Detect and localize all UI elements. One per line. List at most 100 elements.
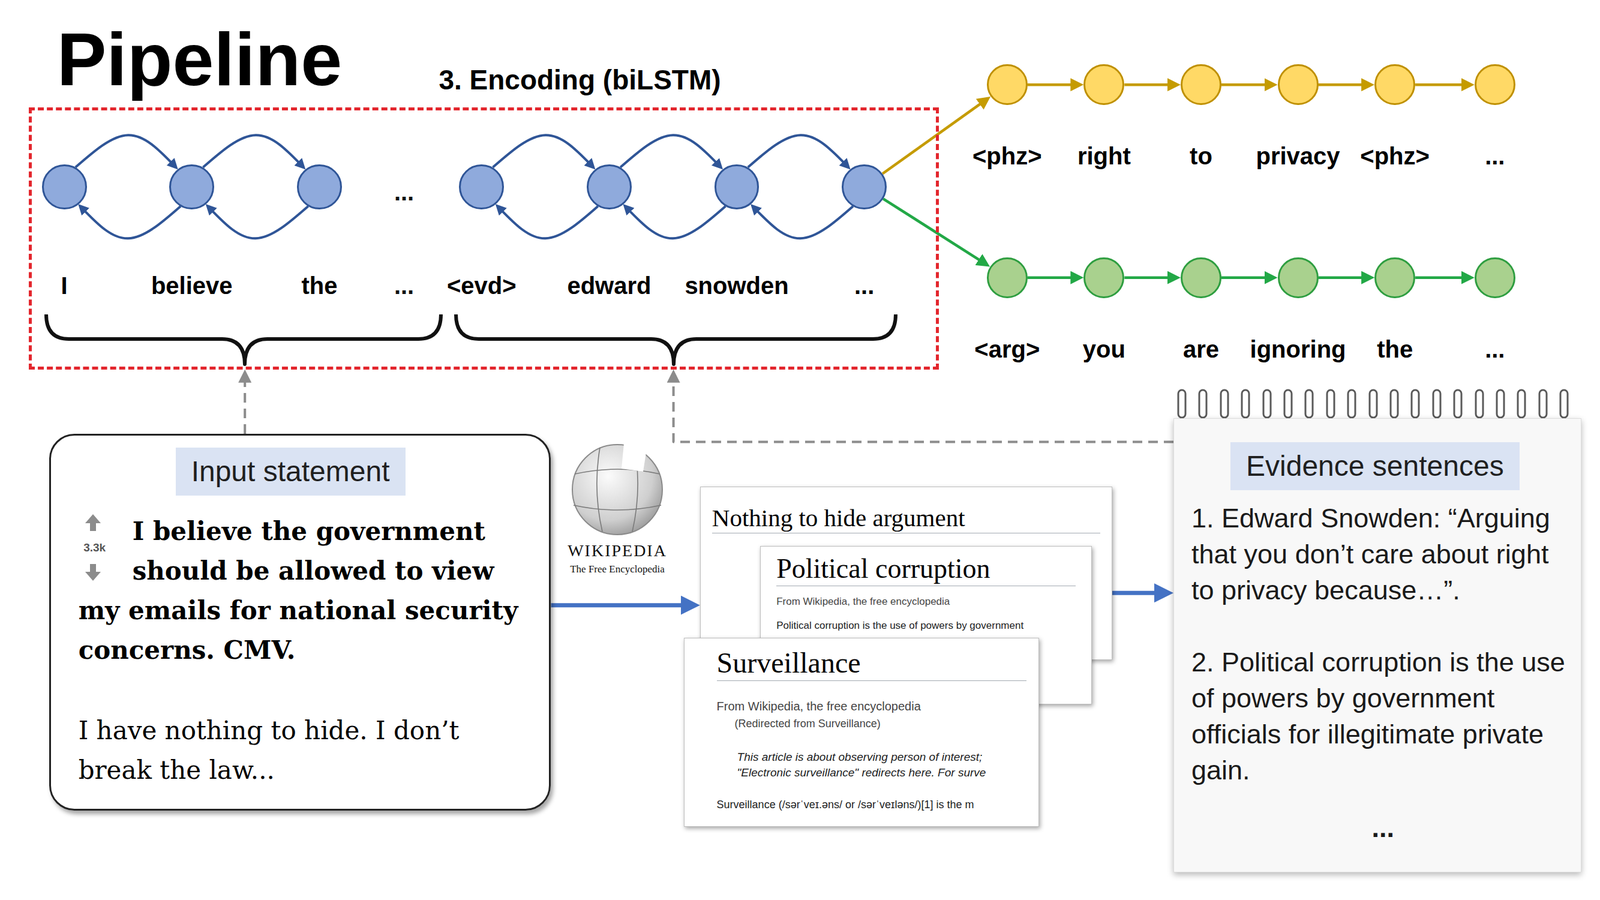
ring <box>1178 389 1186 418</box>
phrase-decoder-cell: <phz> <box>1374 64 1416 105</box>
heading-text: Input statement <box>191 454 390 489</box>
ellipsis: ... <box>284 177 525 207</box>
argument-decoder-cell: are <box>1180 257 1222 299</box>
connector-arrow <box>883 198 984 263</box>
page-subtitle: From Wikipedia, the free encyclopedia <box>716 698 1027 714</box>
lstm-cell: I <box>41 164 87 210</box>
encoding-frame: Ibelievethe<evd>edwardsnowden...3. Encod… <box>28 107 939 370</box>
ring <box>1475 389 1484 418</box>
connector-arrow <box>1221 275 1270 279</box>
lstm-cell: believe <box>169 164 215 210</box>
connector-arrow <box>1415 275 1467 279</box>
ring <box>1327 389 1335 418</box>
page-text: Political corruption is the use of power… <box>776 619 1076 632</box>
globe-seam <box>596 447 603 532</box>
ring <box>1390 389 1398 418</box>
ring <box>1305 389 1313 418</box>
phrase-decoder-cell: <phz> <box>986 64 1028 105</box>
connector-arrow <box>1027 275 1076 279</box>
downvote-arrow <box>85 563 101 581</box>
connector-arrow <box>209 206 308 239</box>
token-word: the <box>1298 334 1491 364</box>
ring <box>1199 389 1207 418</box>
connector-arrow <box>755 206 854 239</box>
section-heading: Evidence sentences <box>1230 442 1520 491</box>
argument-decoder-cell: ignoring <box>1277 257 1319 299</box>
page-hatnote: This article is about observing person o… <box>737 749 1026 781</box>
connector-arrow <box>550 602 689 608</box>
evidence-item: 2. Political corruption is the use of po… <box>1191 644 1575 789</box>
connector-arrow <box>1027 83 1076 87</box>
connector-arrow <box>748 134 846 168</box>
ring <box>1411 389 1419 418</box>
connector-arrow <box>882 101 984 174</box>
argument-decoder-cell: you <box>1083 257 1125 299</box>
connector-arrow <box>620 134 719 168</box>
ring <box>1369 389 1377 418</box>
token-word: ... <box>1399 334 1592 364</box>
ring <box>1220 389 1229 418</box>
token-word: right <box>1007 141 1200 171</box>
connector-arrow <box>627 206 726 239</box>
token-word: snowden <box>640 271 833 300</box>
page-subtitle: From Wikipedia, the free encyclopedia <box>776 595 1076 609</box>
statement-title: I believe the government should be allow… <box>78 511 538 671</box>
token-word: <phz> <box>1298 141 1491 171</box>
token-word: I <box>0 271 161 300</box>
ring <box>1348 389 1356 418</box>
connector-arrow <box>1415 83 1467 87</box>
wikipedia-page: SurveillanceFrom Wikipedia, the free enc… <box>683 637 1040 827</box>
globe-seam <box>573 505 662 510</box>
ring <box>1454 389 1462 418</box>
frame-heading: 3. Encoding (biLSTM) <box>438 62 721 97</box>
lstm-cell: edward <box>586 164 632 210</box>
page-title: Nothing to hide argument <box>712 503 1101 534</box>
connector-arrow <box>1318 83 1367 87</box>
lstm-cell: snowden <box>714 164 760 210</box>
ring <box>1433 389 1441 418</box>
token-word: edward <box>512 271 705 300</box>
page-text: Surveillance (/sərˈveɪ.əns/ or /sərˈveɪl… <box>716 797 1027 812</box>
page-title: Surveillance <box>716 646 1027 681</box>
diagram-title: Pipeline <box>56 22 342 97</box>
phrase-decoder-cell: to <box>1180 64 1222 105</box>
token-word: <evd> <box>385 271 578 300</box>
connector-arrow <box>1318 275 1367 279</box>
evidence-item: 1. Edward Snowden: “Arguing that you don… <box>1191 500 1575 609</box>
input-brace <box>46 314 441 365</box>
ring <box>1263 389 1271 418</box>
ring <box>1517 389 1526 418</box>
token-word: the <box>223 271 416 300</box>
evidence-notebook: Evidence sentences 1. Edward Snowden: “Ar… <box>1173 418 1582 873</box>
connector-arrow <box>202 134 301 168</box>
token-word: believe <box>95 271 288 300</box>
connector-arrow <box>673 377 1174 443</box>
lstm-cell: <evd> <box>458 164 504 210</box>
token-word: ... <box>1399 141 1592 171</box>
logo-wordmark: WIKIPEDIA <box>497 541 738 561</box>
heading-text: Evidence sentences <box>1246 448 1505 484</box>
logo-tagline: The Free Encyclopedia <box>497 562 738 576</box>
token-word: <phz> <box>911 141 1104 171</box>
ring <box>1496 389 1505 418</box>
ring <box>1539 389 1547 418</box>
token-word: ... <box>768 271 961 300</box>
token-word: <arg> <box>911 334 1104 364</box>
connector-arrow <box>1112 590 1163 596</box>
ellipsis: ... <box>1191 809 1575 846</box>
evidence-brace <box>455 314 896 365</box>
statement-body: I have nothing to hide. I don’t break th… <box>78 710 538 791</box>
notebook-rings <box>1178 389 1568 418</box>
lstm-cell: the <box>296 164 342 210</box>
argument-decoder-cell: <arg> <box>986 257 1028 299</box>
ring <box>1241 389 1250 418</box>
globe-seam <box>574 469 660 474</box>
phrase-decoder-cell: right <box>1083 64 1125 105</box>
section-heading: Input statement <box>175 447 406 496</box>
connector-arrow <box>1124 275 1173 279</box>
lstm-cell: ... <box>841 164 887 210</box>
connector-arrow <box>493 134 591 168</box>
vote-count: 3.3k <box>78 511 111 591</box>
connector-arrow <box>243 377 246 434</box>
